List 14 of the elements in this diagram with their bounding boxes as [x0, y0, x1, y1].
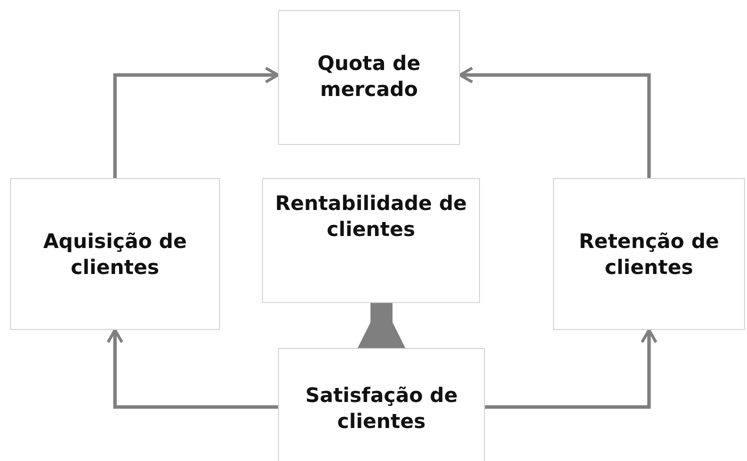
- box-label: Satisfação de clientes: [304, 382, 459, 434]
- arrow: [458, 66, 651, 178]
- process-box: [262, 178, 480, 303]
- arrow: [106, 328, 278, 409]
- arrow: [113, 66, 280, 178]
- box-label: Retenção de clientes: [578, 228, 720, 280]
- box-label: Aquisição de clientes: [42, 228, 188, 280]
- arrow: [485, 328, 658, 409]
- box-label: Quota de mercado: [316, 50, 422, 102]
- box-label: Rentabilidade de clientes: [274, 190, 468, 242]
- process-box: [10, 178, 220, 330]
- process-box: [278, 10, 460, 145]
- process-box: [278, 348, 485, 461]
- process-box: [553, 178, 745, 330]
